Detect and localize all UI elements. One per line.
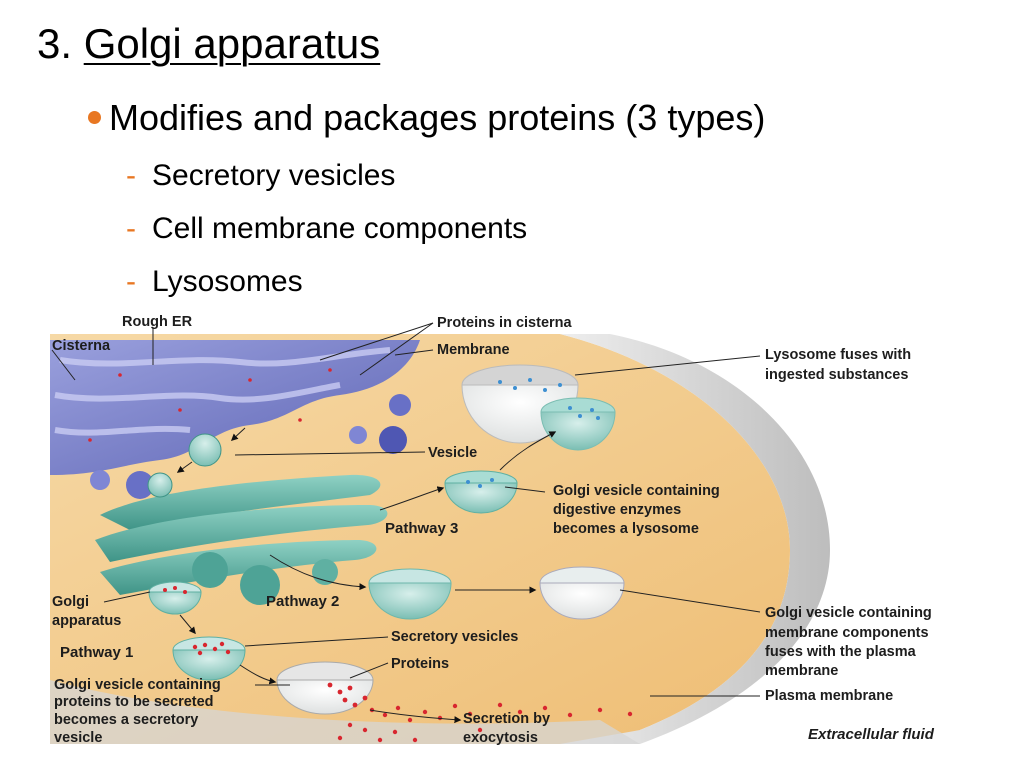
- label-proteins: Proteins: [391, 656, 449, 672]
- label-golgi-apparatus-2: apparatus: [52, 613, 121, 629]
- lysosome-cups: [461, 364, 616, 451]
- label-golgi-vesicle-secreted-4: vesicle: [54, 730, 102, 746]
- label-proteins-in-cisterna: Proteins in cisterna: [437, 315, 573, 331]
- cell-illustration: [50, 322, 860, 744]
- label-golgi-vesicle-membrane-2: membrane components: [765, 625, 929, 641]
- label-rough-er: Rough ER: [122, 314, 193, 330]
- label-golgi-vesicle-membrane-3: fuses with the plasma: [765, 644, 917, 660]
- label-secretion-1: Secretion by: [463, 711, 550, 727]
- dash-icon: -: [126, 212, 136, 245]
- golgi-stack: [95, 433, 388, 605]
- label-golgi-apparatus-1: Golgi: [52, 594, 89, 610]
- rough-er: [50, 340, 420, 499]
- label-golgi-vesicle-secreted-1: Golgi vesicle containing: [54, 677, 221, 693]
- label-secretory-vesicles: Secretory vesicles: [391, 629, 518, 645]
- label-membrane: Membrane: [437, 342, 510, 358]
- label-golgi-vesicle-secreted-2: proteins to be secreted: [54, 694, 214, 710]
- leader-lines: [51, 322, 761, 697]
- label-golgi-vesicle-digestive-2: digestive enzymes: [553, 502, 681, 518]
- plasma-membrane-shape: [560, 334, 830, 744]
- slide-title: 3. Golgi apparatus: [37, 18, 380, 70]
- bullet-dot-icon: [88, 110, 101, 124]
- label-golgi-vesicle-membrane-4: membrane: [765, 663, 838, 679]
- label-pathway-3: Pathway 3: [385, 520, 458, 537]
- label-golgi-vesicle-digestive-1: Golgi vesicle containing: [553, 483, 720, 499]
- label-golgi-vesicle-membrane-1: Golgi vesicle containing: [765, 605, 932, 621]
- golgi-diagram: Rough ER Cisterna Proteins in cisterna M…: [50, 314, 935, 746]
- pathway3-vesicle: [444, 470, 518, 514]
- label-lysosome-fuses-1: Lysosome fuses with: [765, 347, 911, 363]
- label-lysosome-fuses-2: ingested substances: [765, 367, 908, 383]
- lower-membrane: [50, 680, 640, 744]
- pathway-arrows: [176, 427, 557, 724]
- label-golgi-vesicle-secreted-3: becomes a secretory: [54, 712, 198, 728]
- main-bullet-text: Modifies and packages proteins (3 types): [109, 97, 766, 138]
- dash-icon: -: [126, 159, 136, 192]
- main-bullet: Modifies and packages proteins (3 types): [88, 96, 765, 140]
- pathway2-vesicles: [368, 566, 625, 620]
- sub-item-membrane: -Cell membrane components: [126, 211, 527, 247]
- sub-item-secretory: -Secretory vesicles: [126, 158, 395, 194]
- sub-item-text: Cell membrane components: [152, 212, 528, 245]
- label-extracellular-fluid: Extracellular fluid: [808, 726, 935, 743]
- diagram-labels: Rough ER Cisterna Proteins in cisterna M…: [52, 314, 935, 746]
- sub-item-text: Secretory vesicles: [152, 159, 396, 192]
- slide-title-text: Golgi apparatus: [83, 20, 381, 67]
- sub-item-text: Lysosomes: [152, 265, 303, 298]
- slide-number: 3.: [37, 20, 73, 67]
- sub-item-lysosomes: -Lysosomes: [126, 264, 303, 300]
- dash-icon: -: [126, 265, 136, 298]
- label-vesicle: Vesicle: [428, 445, 477, 461]
- label-plasma-membrane: Plasma membrane: [765, 688, 893, 704]
- enzyme-dots: [466, 378, 600, 488]
- label-secretion-2: exocytosis: [463, 730, 538, 746]
- label-pathway-1: Pathway 1: [60, 644, 133, 661]
- label-golgi-vesicle-digestive-3: becomes a lysosome: [553, 521, 699, 537]
- label-cisterna: Cisterna: [52, 338, 111, 354]
- protein-dots: [88, 368, 633, 743]
- label-pathway-2: Pathway 2: [266, 593, 339, 610]
